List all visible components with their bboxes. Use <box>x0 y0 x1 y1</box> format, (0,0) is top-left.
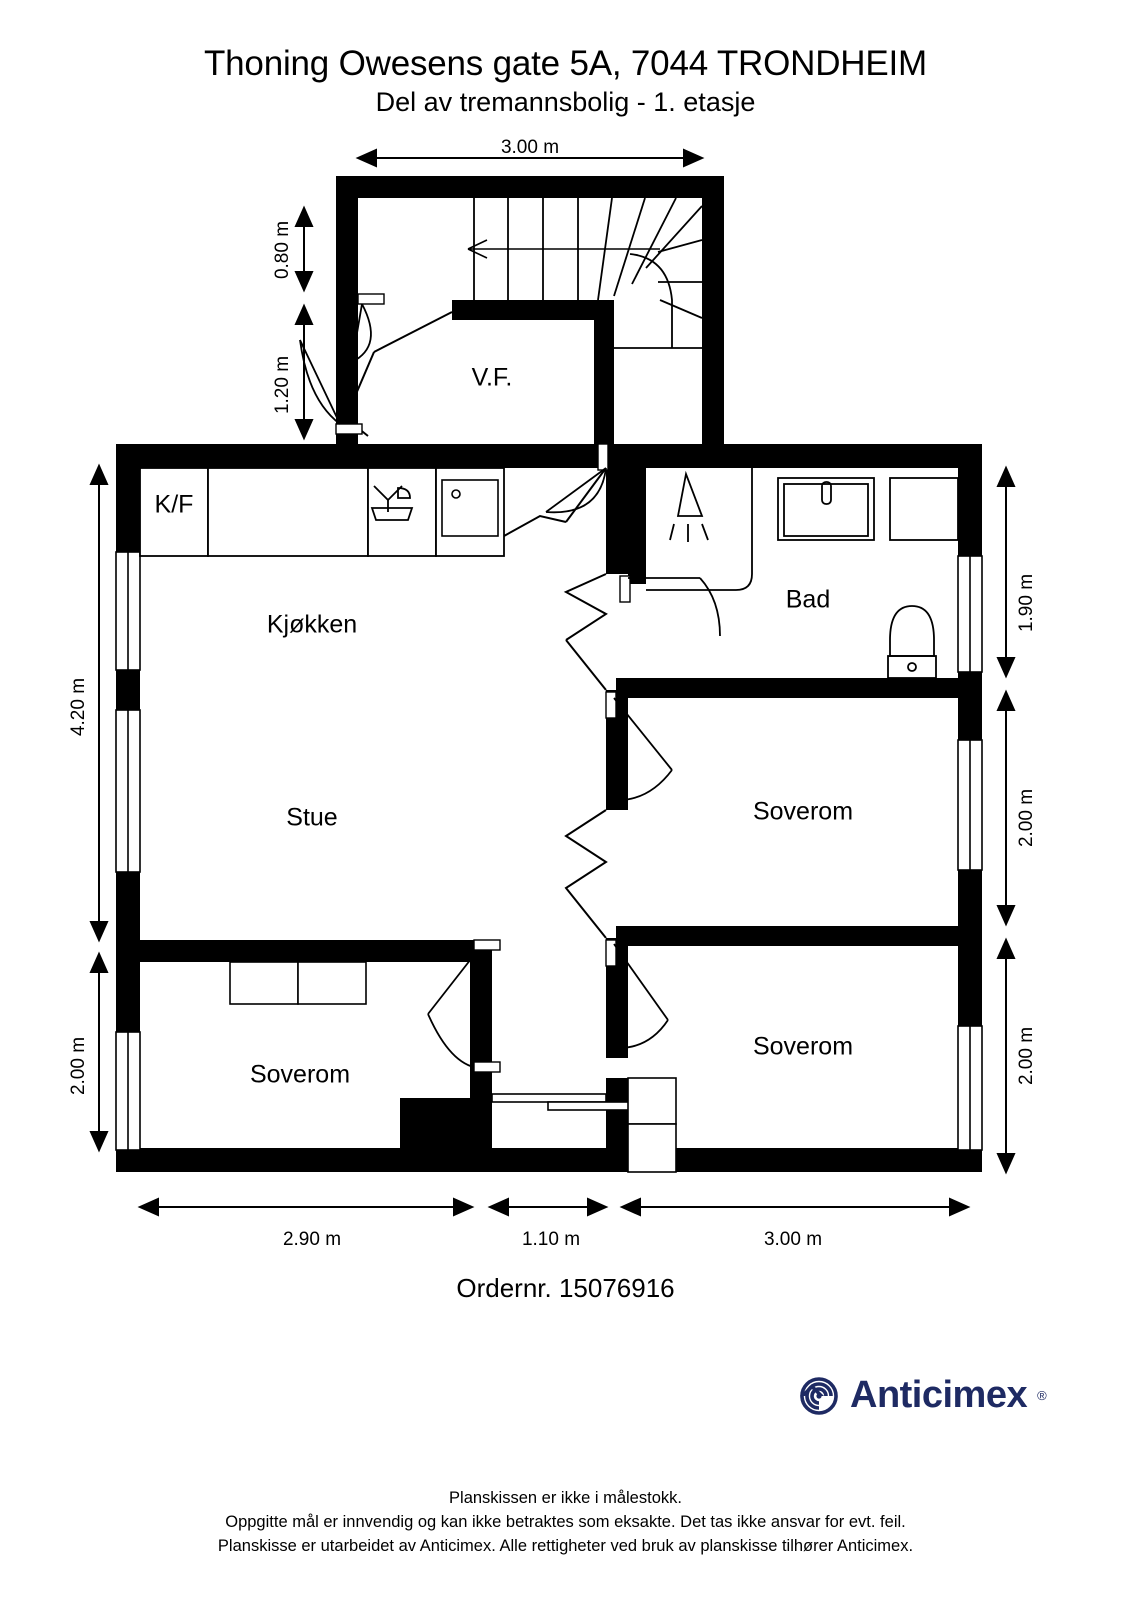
dim-arrow-right-200-a <box>996 689 1016 927</box>
window-left-3 <box>115 1031 141 1151</box>
bathtub-symbol <box>777 477 875 541</box>
disclaimer-line-3: Planskisse er utarbeidet av Anticimex. A… <box>217 1536 914 1555</box>
dimension-left-0-80: 0.80 m <box>272 220 293 280</box>
disclaimer-line-2: Oppgitte mål er innvendig og kan ikke be… <box>225 1512 906 1531</box>
window-right-2 <box>957 739 983 871</box>
door-soverom-lower <box>605 939 669 1049</box>
kitchen-sink-symbol <box>370 485 414 521</box>
counter-segment <box>207 467 369 557</box>
dim-arrow-left-200 <box>89 951 109 1153</box>
dimension-left-4-20: 4.20 m <box>68 677 89 737</box>
staircase-symbol <box>467 197 703 349</box>
dim-arrow-top <box>355 148 705 168</box>
bed-symbol <box>229 961 367 1005</box>
sink-cabinet <box>367 467 437 557</box>
room-label-bad: Bad <box>785 585 831 614</box>
disclaimer-line-1: Planskissen er ikke i målestokk. <box>449 1489 682 1507</box>
shower-symbol <box>646 461 753 591</box>
stove-cabinet <box>435 467 505 557</box>
dim-arrow-bottom-110 <box>487 1197 609 1217</box>
vf-angled-walls <box>337 311 608 939</box>
door-soverom-left <box>427 939 501 1073</box>
kitchen-counter <box>139 467 505 557</box>
room-label-soverom-3: Soverom <box>249 1060 351 1089</box>
window-right-3 <box>957 1025 983 1151</box>
anticimex-spiral-icon <box>800 1377 838 1415</box>
stove-symbol <box>441 479 499 537</box>
toilet-symbol <box>887 605 937 679</box>
dim-arrow-bottom-300 <box>619 1197 971 1217</box>
dimension-bottom-1-10: 1.10 m <box>521 1229 581 1250</box>
dim-arrow-bottom-290 <box>137 1197 475 1217</box>
logo-wordmark: Anticimex <box>850 1374 1028 1416</box>
dimension-top-3-00: 3.00 m <box>500 137 560 158</box>
dimension-arrows <box>89 148 1016 1217</box>
door-soverom-upper <box>605 691 673 801</box>
door-bad <box>619 575 721 637</box>
windows <box>115 551 983 1151</box>
dimension-bottom-2-90: 2.90 m <box>282 1229 342 1250</box>
dim-arrow-right-190 <box>996 465 1016 679</box>
dimension-left-1-20: 1.20 m <box>272 355 293 415</box>
floor-drain-symbol <box>634 482 646 494</box>
page-subtitle: Del av tremannsbolig - 1. etasje <box>375 87 756 118</box>
dimension-left-2-00: 2.00 m <box>68 1036 89 1096</box>
anticimex-logo: Anticimex ® <box>795 1372 1047 1418</box>
door-vf-hall <box>545 443 609 514</box>
window-left-1 <box>115 551 141 671</box>
dimension-right-2-00-a: 2.00 m <box>1016 788 1037 848</box>
page-title: Thoning Owesens gate 5A, 7044 TRONDHEIM <box>203 44 927 83</box>
order-number: Ordernr. 15076916 <box>456 1273 675 1303</box>
room-label-soverom-2: Soverom <box>752 1032 854 1061</box>
dim-arrow-left-420 <box>89 463 109 943</box>
bath-cabinet <box>889 477 959 541</box>
dim-arrow-right-200-b <box>996 937 1016 1175</box>
dimension-right-1-90: 1.90 m <box>1016 573 1037 633</box>
dimension-right-2-00-b: 2.00 m <box>1016 1026 1037 1086</box>
plan-header: Thoning Owesens gate 5A, 7044 TRONDHEIM … <box>0 44 1131 117</box>
disclaimer: Planskissen er ikke i målestokk. Oppgitt… <box>0 1487 1131 1559</box>
dim-arrow-left-120 <box>294 303 314 441</box>
door-entry <box>299 339 363 435</box>
room-label-soverom-1: Soverom <box>752 797 854 826</box>
closet-sliding-doors <box>491 1077 677 1173</box>
room-label-kjokken: Kjøkken <box>266 610 358 639</box>
room-label-vf: V.F. <box>471 363 513 392</box>
dim-arrow-left-080 <box>294 205 314 293</box>
room-label-stue: Stue <box>286 803 338 832</box>
dimension-bottom-3-00: 3.00 m <box>763 1229 823 1250</box>
room-label-kf: K/F <box>154 490 194 519</box>
window-left-2 <box>115 709 141 873</box>
window-right-1 <box>957 555 983 673</box>
doors <box>299 293 721 1073</box>
walls <box>116 176 982 1172</box>
door-stair-landing <box>351 293 385 363</box>
logo-registered-mark: ® <box>1037 1387 1047 1403</box>
